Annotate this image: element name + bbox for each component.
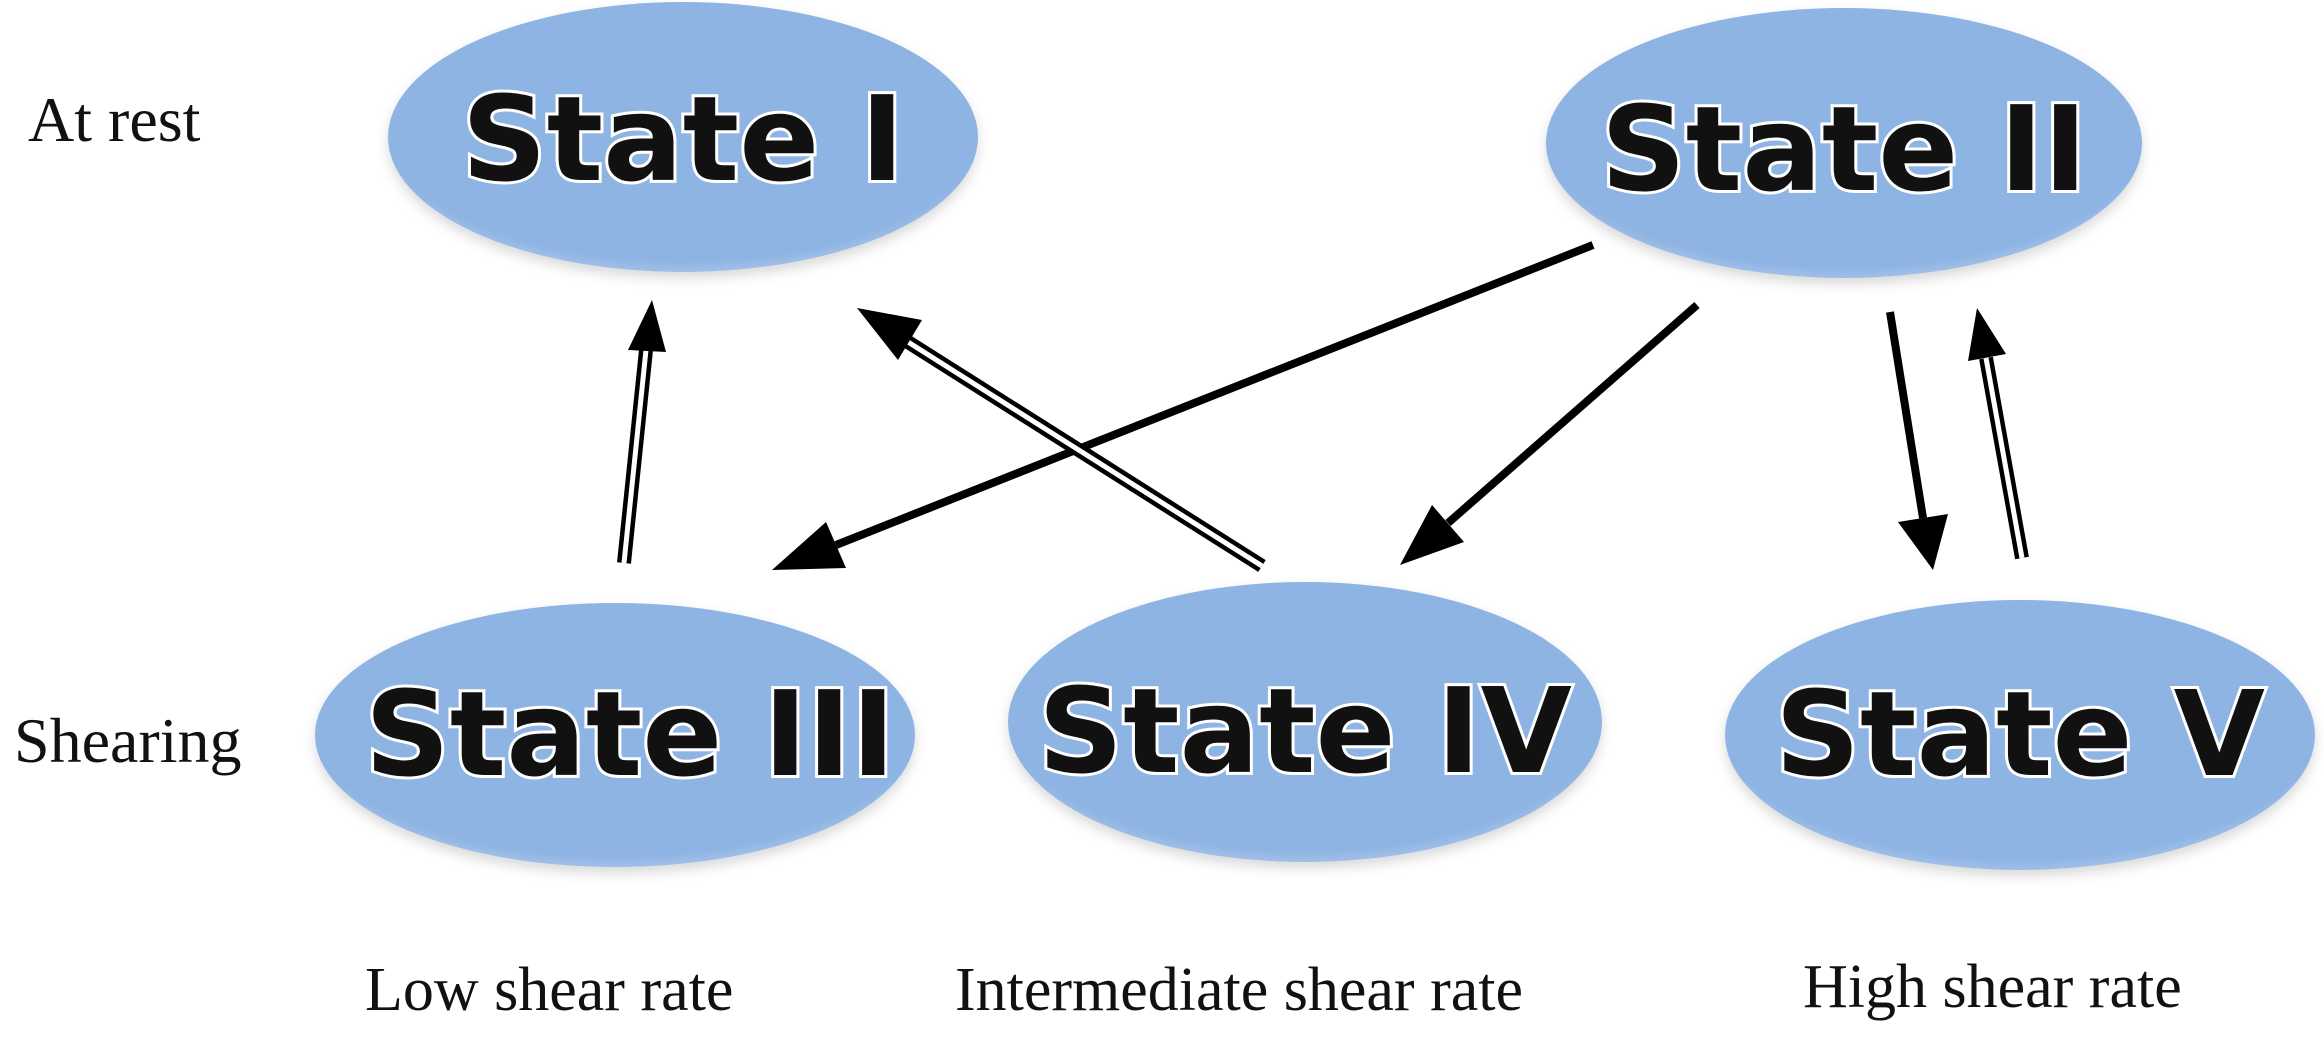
rate-label-low: Low shear rate: [365, 956, 733, 1024]
state-1-ellipse: [388, 2, 978, 272]
state-3-label: State III: [365, 665, 895, 803]
arrow-state5-to-state2: [1968, 308, 2029, 560]
state-5-ellipse: [1725, 600, 2315, 870]
arrow-state2-to-state5: [1886, 311, 1948, 570]
arrow-state2-to-state4: [1400, 301, 1700, 565]
state-2-ellipse: [1546, 8, 2142, 278]
state-2-label: State II: [1601, 80, 2087, 218]
state-4-label: State IV: [1038, 662, 1572, 800]
rate-label-intermediate: Intermediate shear rate: [955, 956, 1523, 1024]
state-3-ellipse: [315, 603, 915, 867]
row-label-at-rest: At rest: [28, 84, 201, 155]
state-4-node: State IV: [1008, 582, 1602, 862]
arrow-state3-to-state1: [617, 300, 666, 564]
rate-label-high: High shear rate: [1803, 953, 2182, 1021]
state-3-node: State III: [315, 603, 915, 867]
arrow-state2-to-state3: [772, 241, 1595, 570]
state-5-label: State V: [1775, 665, 2265, 803]
arrow-state4-to-state1: [857, 308, 1266, 572]
state-1-node: State I: [388, 2, 978, 272]
row-label-shearing: Shearing: [14, 705, 242, 776]
state-4-ellipse: [1008, 582, 1602, 862]
state-5-node: State V: [1725, 600, 2315, 870]
state-2-node: State II: [1546, 8, 2142, 278]
state-1-label: State I: [462, 70, 904, 208]
